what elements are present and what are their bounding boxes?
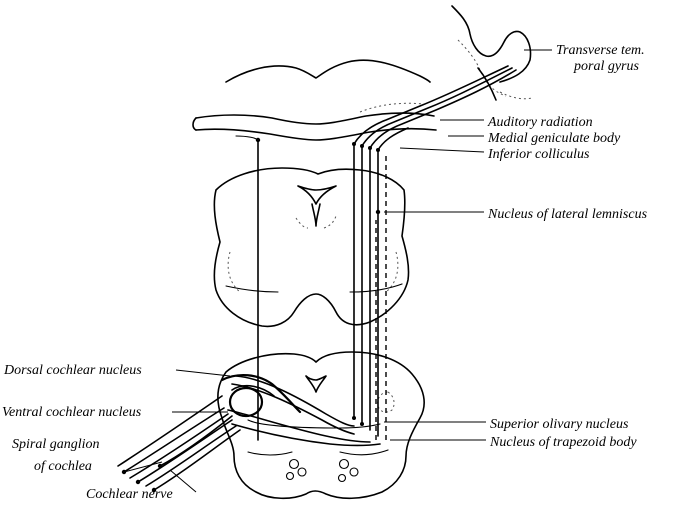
label-inferior-colliculus: Inferior colliculus — [487, 147, 590, 162]
label-cochlear-nerve: Cochlear nerve — [86, 487, 173, 502]
label-transverse-temporal-gyrus-line1: Transverse tem. — [556, 43, 645, 58]
label-spiral-ganglion-line2: of cochlea — [34, 459, 92, 474]
label-nucleus-trapezoid-body: Nucleus of trapezoid body — [489, 435, 637, 450]
label-transverse-temporal-gyrus-line2: poral gyrus — [573, 59, 640, 74]
label-nucleus-lateral-lemniscus: Nucleus of lateral lemniscus — [487, 207, 648, 222]
midbrain-section — [213, 167, 410, 328]
label-ventral-cochlear-nucleus: Ventral cochlear nucleus — [2, 405, 142, 420]
cochlear-nerve-fibers — [117, 395, 241, 493]
label-superior-olivary-nucleus: Superior olivary nucleus — [490, 417, 629, 432]
leader-lines — [123, 49, 552, 493]
medulla-section — [217, 351, 425, 500]
label-spiral-ganglion-line1: Spiral ganglion — [12, 437, 100, 452]
label-dorsal-cochlear-nucleus: Dorsal cochlear nucleus — [3, 363, 142, 378]
label-auditory-radiation: Auditory radiation — [487, 115, 593, 130]
label-medial-geniculate-body: Medial geniculate body — [487, 131, 621, 146]
lateral-lemniscus-pathway — [227, 65, 517, 447]
transverse-temporal-gyrus — [451, 5, 533, 101]
cerebrum-outline — [192, 59, 437, 141]
